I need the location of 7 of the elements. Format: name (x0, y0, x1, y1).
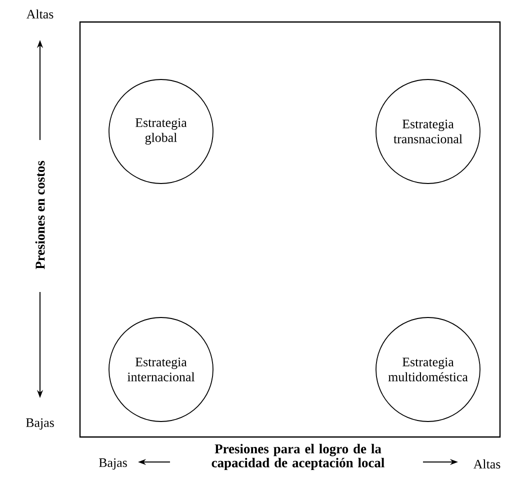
axis-end-label: Altas (26, 9, 54, 19)
axis-title: Presiones en costos (35, 160, 45, 270)
axis-end-label: Bajas (99, 458, 127, 470)
quadrant-frame (79, 21, 501, 438)
axis-end-label: Altas (473, 459, 500, 469)
axis-title: Presiones para el logro de la capacidad de aceptación local (212, 444, 384, 470)
axis-end-label: Bajas (26, 418, 54, 430)
